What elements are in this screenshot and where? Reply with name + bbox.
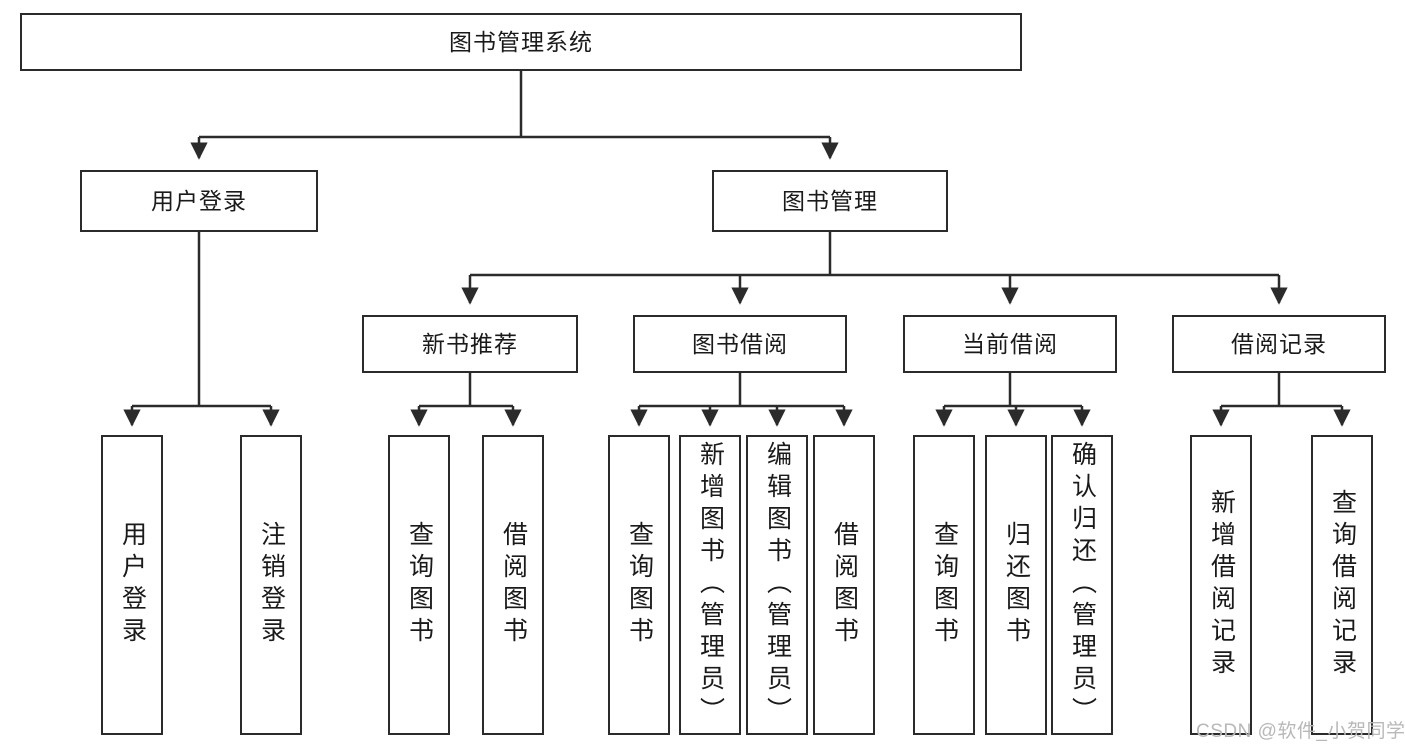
node-label: 查询图书 xyxy=(405,521,434,649)
node-label: 编辑图书（管理员） xyxy=(763,441,792,729)
node-leaf-query-book-2[interactable]: 查询图书 xyxy=(608,435,670,735)
node-leaf-add-record[interactable]: 新增借阅记录 xyxy=(1190,435,1252,735)
node-label: 查询图书 xyxy=(930,521,959,649)
node-label: 借阅记录 xyxy=(1231,330,1327,357)
node-new-book-recommend[interactable]: 新书推荐 xyxy=(362,315,578,373)
node-label: 当前借阅 xyxy=(962,330,1058,357)
node-leaf-return-book[interactable]: 归还图书 xyxy=(985,435,1047,735)
node-label: 确认归还（管理员） xyxy=(1068,441,1097,729)
node-label: 用户登录 xyxy=(151,187,247,214)
node-leaf-edit-book[interactable]: 编辑图书（管理员） xyxy=(746,435,808,735)
node-label: 新书推荐 xyxy=(422,330,518,357)
node-root-system[interactable]: 图书管理系统 xyxy=(20,13,1022,71)
node-book-manage[interactable]: 图书管理 xyxy=(712,170,948,232)
node-label: 借阅图书 xyxy=(499,521,528,649)
csdn-watermark: CSDN @软件_小贺同学 xyxy=(1196,721,1405,742)
node-book-borrow[interactable]: 图书借阅 xyxy=(633,315,847,373)
node-label: 图书管理系统 xyxy=(449,28,593,55)
node-label: 注销登录 xyxy=(257,521,286,649)
node-current-borrow[interactable]: 当前借阅 xyxy=(903,315,1117,373)
node-user-login[interactable]: 用户登录 xyxy=(80,170,318,232)
node-label: 归还图书 xyxy=(1002,521,1031,649)
node-leaf-borrow-book-2[interactable]: 借阅图书 xyxy=(813,435,875,735)
node-leaf-borrow-book-1[interactable]: 借阅图书 xyxy=(482,435,544,735)
node-label: 用户登录 xyxy=(118,521,147,649)
node-label: 新增借阅记录 xyxy=(1207,489,1236,681)
node-label: 借阅图书 xyxy=(830,521,859,649)
node-leaf-query-book-1[interactable]: 查询图书 xyxy=(388,435,450,735)
node-leaf-add-book[interactable]: 新增图书（管理员） xyxy=(679,435,741,735)
node-leaf-confirm-return[interactable]: 确认归还（管理员） xyxy=(1051,435,1113,735)
node-label: 图书管理 xyxy=(782,187,878,214)
node-leaf-query-book-3[interactable]: 查询图书 xyxy=(913,435,975,735)
node-label: 图书借阅 xyxy=(692,330,788,357)
node-leaf-logout[interactable]: 注销登录 xyxy=(240,435,302,735)
node-leaf-query-record[interactable]: 查询借阅记录 xyxy=(1311,435,1373,735)
node-label: 查询借阅记录 xyxy=(1328,489,1357,681)
node-borrow-record[interactable]: 借阅记录 xyxy=(1172,315,1386,373)
node-label: 查询图书 xyxy=(625,521,654,649)
node-label: 新增图书（管理员） xyxy=(696,441,725,729)
node-leaf-user-login[interactable]: 用户登录 xyxy=(101,435,163,735)
